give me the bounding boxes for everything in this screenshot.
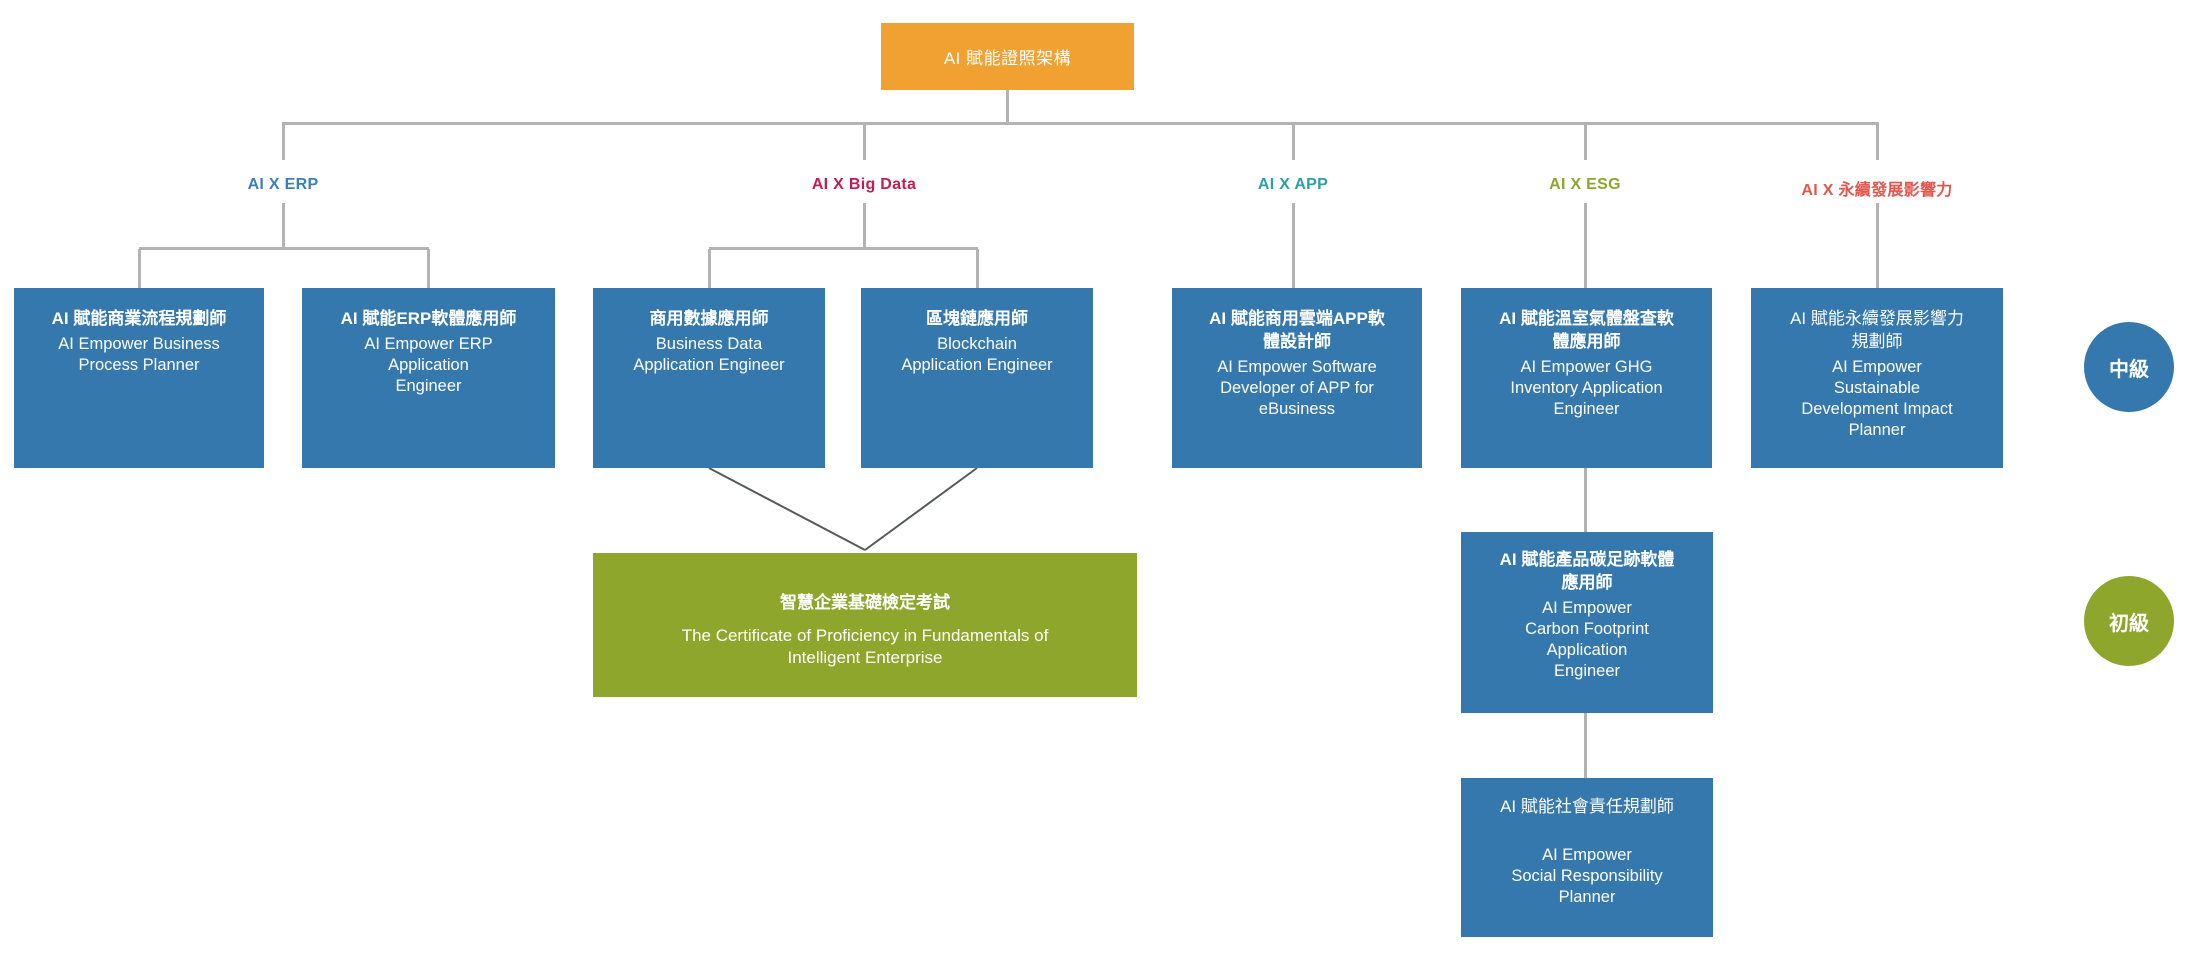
cert-title-en: AI Empower GHG Inventory Application Eng… (1510, 357, 1663, 418)
connector-bigdata-drop-right (976, 249, 979, 288)
exam-box-fundamentals-certificate: 智慧企業基礎檢定考試 The Certificate of Proficienc… (593, 553, 1137, 697)
connector-erp-horizontal (139, 247, 429, 250)
cert-title-en: AI Empower Software Developer of APP for… (1217, 357, 1377, 418)
merge-line-right (864, 467, 978, 551)
connector-stub-erp (282, 122, 285, 160)
cert-title-zh: AI 賦能產品碳足跡軟體 應用師 (1499, 550, 1675, 592)
cert-box-social-responsibility-planner: AI 賦能社會責任規劃師 AI Empower Social Responsib… (1461, 778, 1713, 937)
connector-esg-drop (1584, 203, 1587, 288)
branch-label-erp: AI X ERP (247, 176, 319, 193)
cert-title-zh: AI 賦能商業流程規劃師 (51, 309, 227, 328)
branch-label-app: AI X APP (1257, 176, 1329, 193)
cert-title-en: AI Empower Business Process Planner (58, 334, 220, 374)
connector-root-drop (1006, 90, 1009, 122)
connector-stub-sdg (1876, 122, 1879, 160)
connector-esg-chain-2 (1584, 713, 1587, 778)
cert-title-zh: AI 賦能永續發展影響力 規劃師 (1790, 309, 1964, 351)
cert-box-blockchain-engineer: 區塊鏈應用師 Blockchain Application Engineer (861, 288, 1093, 468)
connector-erp-down (282, 203, 285, 247)
branch-label-esg: AI X ESG (1549, 176, 1621, 193)
cert-box-ghg-inventory-engineer: AI 賦能溫室氣體盤查軟 體應用師 AI Empower GHG Invento… (1461, 288, 1712, 468)
level-badge-intermediate: 中級 (2084, 322, 2174, 412)
connector-stub-bigdata (863, 122, 866, 160)
cert-title-en: AI Empower Social Responsibility Planner (1511, 845, 1663, 906)
cert-title-zh: 區塊鏈應用師 (926, 309, 1028, 328)
connector-erp-drop-left (138, 249, 141, 288)
exam-title-zh: 智慧企業基礎檢定考試 (780, 593, 950, 612)
level-label: 中級 (2109, 358, 2149, 381)
root-title: AI 賦能證照架構 (943, 49, 1072, 68)
connector-esg-chain-1 (1584, 468, 1587, 532)
connector-app-drop (1292, 203, 1295, 288)
level-badge-beginner: 初級 (2084, 576, 2174, 666)
cert-title-zh: AI 賦能商用雲端APP軟 體設計師 (1209, 309, 1385, 351)
cert-box-business-data-engineer: 商用數據應用師 Business Data Application Engine… (593, 288, 825, 468)
cert-title-en: AI Empower Carbon Footprint Application … (1525, 598, 1649, 680)
cert-title-en: Blockchain Application Engineer (901, 334, 1053, 374)
cert-title-en: AI Empower Sustainable Development Impac… (1801, 357, 1953, 439)
cert-title-zh: AI 賦能溫室氣體盤查軟 體應用師 (1499, 309, 1674, 351)
cert-box-sustainable-impact-planner: AI 賦能永續發展影響力 規劃師 AI Empower Sustainable … (1751, 288, 2003, 468)
exam-title-en: The Certificate of Proficiency in Fundam… (681, 626, 1049, 668)
connector-stub-esg (1584, 122, 1587, 160)
level-label: 初級 (2109, 612, 2149, 635)
connector-main-horizontal (283, 122, 1879, 125)
connector-stub-app (1292, 122, 1295, 160)
cert-title-zh: AI 賦能社會責任規劃師 (1500, 797, 1674, 816)
cert-box-carbon-footprint-engineer: AI 賦能產品碳足跡軟體 應用師 AI Empower Carbon Footp… (1461, 532, 1713, 713)
cert-title-en: AI Empower ERP Application Engineer (364, 334, 493, 395)
cert-box-erp-application-engineer: AI 賦能ERP軟體應用師 AI Empower ERP Application… (302, 288, 555, 468)
connector-sdg-drop (1876, 203, 1879, 288)
branch-label-sdg: AI X 永續發展影響力 (1801, 182, 1953, 199)
connector-bigdata-horizontal (709, 247, 978, 250)
connector-erp-drop-right (427, 249, 430, 288)
branch-label-bigdata: AI X Big Data (811, 176, 917, 193)
connector-bigdata-down (863, 203, 866, 247)
connector-bigdata-drop-left (708, 249, 711, 288)
cert-box-business-process-planner: AI 賦能商業流程規劃師 AI Empower Business Process… (14, 288, 264, 468)
root-node: AI 賦能證照架構 (881, 23, 1134, 90)
cert-title-zh: AI 賦能ERP軟體應用師 (340, 309, 517, 328)
cert-title-en: Business Data Application Engineer (633, 334, 785, 374)
cert-box-app-software-developer: AI 賦能商用雲端APP軟 體設計師 AI Empower Software D… (1172, 288, 1422, 468)
merge-line-left (708, 467, 866, 551)
cert-title-zh: 商用數據應用師 (649, 309, 769, 328)
